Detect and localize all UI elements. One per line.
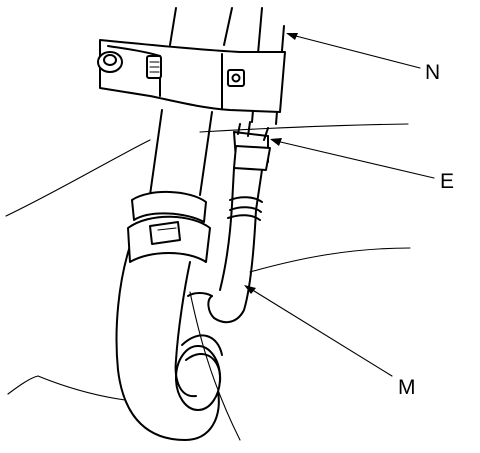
leader-e-arrow (270, 138, 282, 146)
leader-m-arrow (244, 285, 256, 294)
leader-n-arrow (286, 33, 298, 40)
panel-edge (189, 291, 241, 441)
body-outline-right (249, 247, 411, 273)
callout-n: N (425, 61, 441, 84)
mounting-bracket (97, 39, 286, 113)
leader-m (245, 285, 393, 377)
body-outline-bottom-left (7, 375, 126, 401)
body-outline-top (199, 123, 409, 133)
large-hose (115, 7, 233, 441)
large-hose-clamp (127, 191, 211, 263)
leader-e (271, 139, 435, 179)
small-hose-clamp (233, 121, 271, 171)
leader-n (287, 33, 421, 69)
body-outline-left (5, 139, 151, 217)
callout-m: M (398, 376, 416, 399)
callout-e: E (440, 170, 455, 193)
